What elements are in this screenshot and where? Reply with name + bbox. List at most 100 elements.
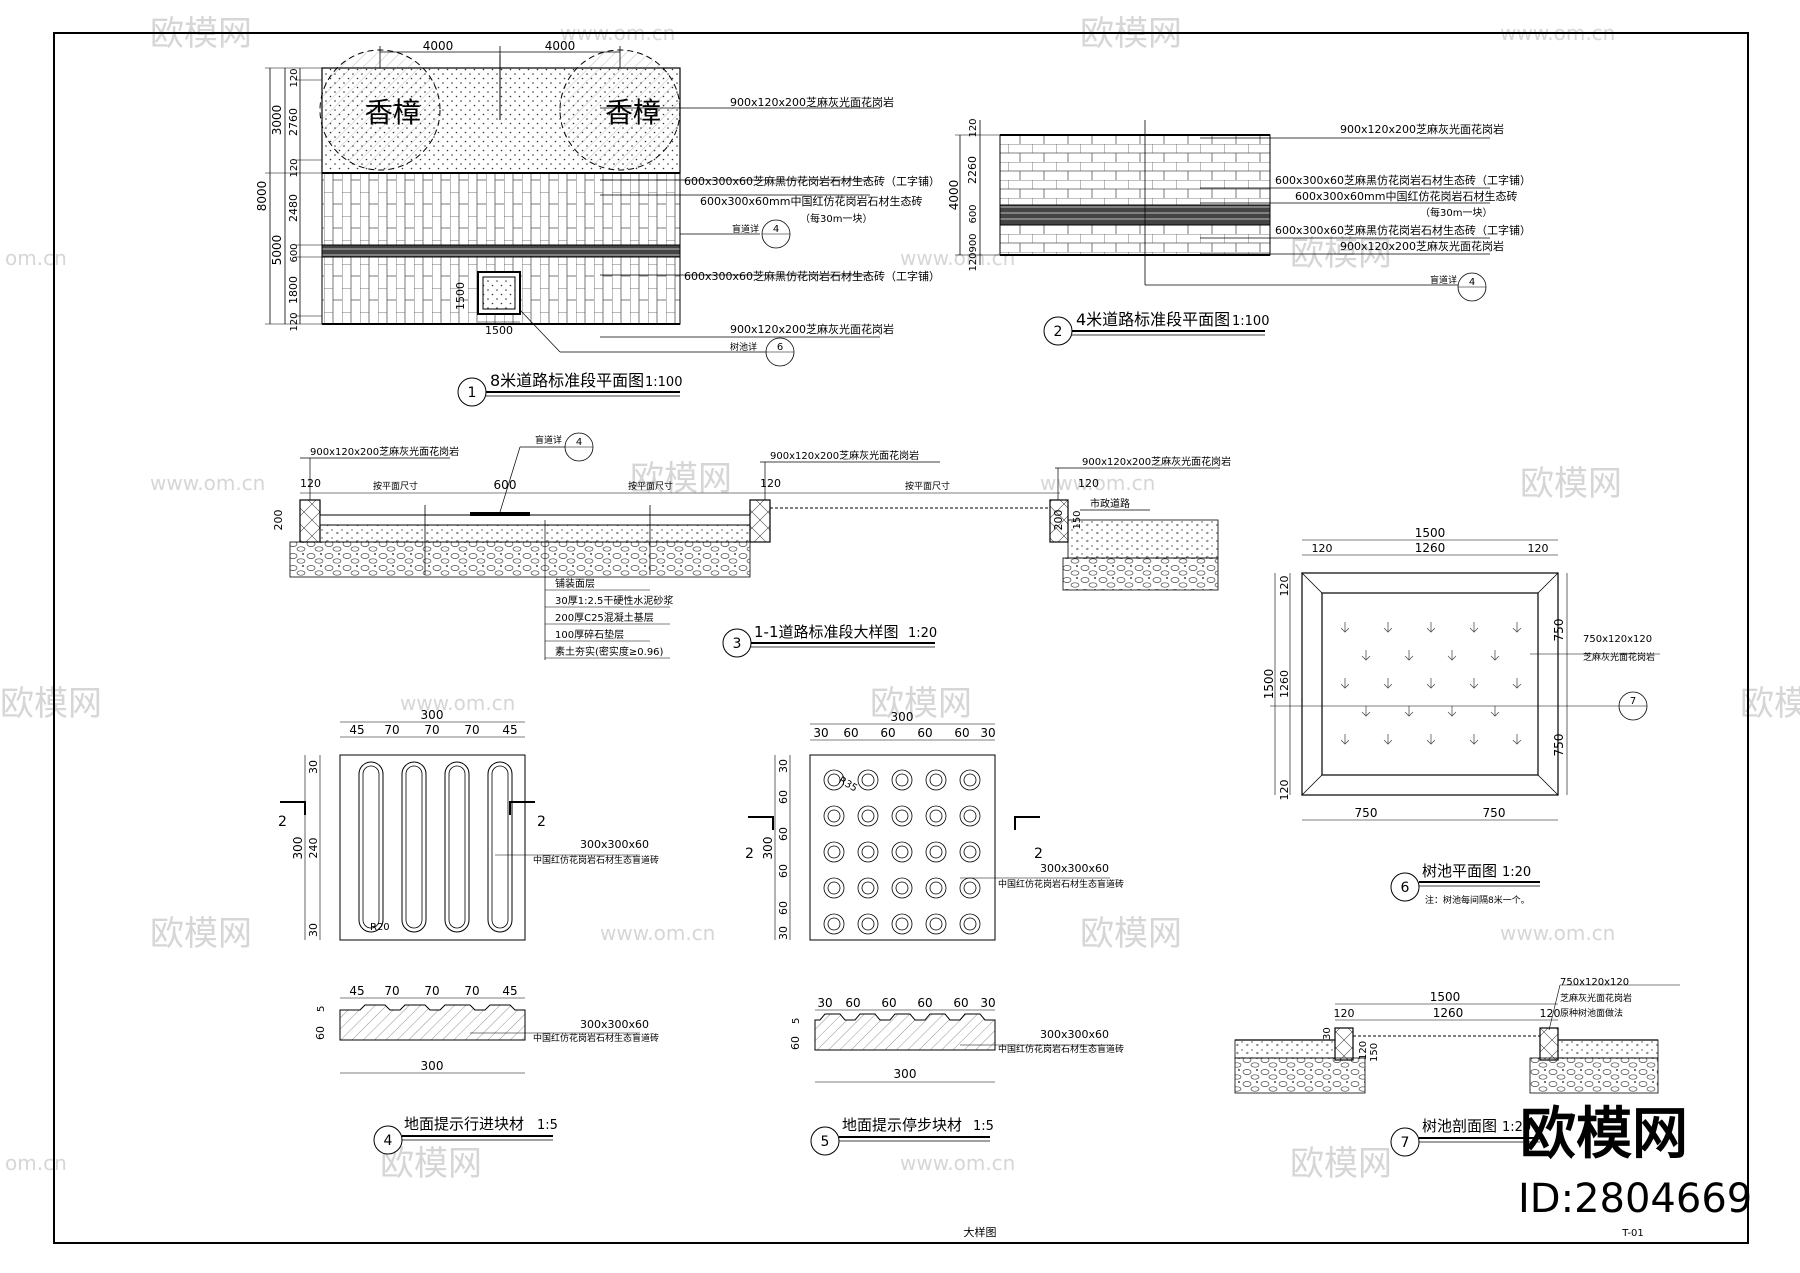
groundcover-symbol	[1383, 622, 1393, 633]
watermark-site: www.om.cn	[1040, 471, 1155, 495]
tree-label-right: 香樟	[605, 96, 661, 129]
paving-lower	[999, 224, 1271, 256]
groundcover-symbol	[1469, 734, 1479, 745]
groundcover-symbol	[1447, 706, 1457, 717]
stop-dot	[891, 877, 913, 899]
watermark-brand: 欧模网	[870, 684, 972, 724]
dim-left-6: 30	[777, 926, 790, 940]
stop-dot	[857, 877, 879, 899]
stop-dot	[857, 769, 879, 791]
dim-120-bottom: 120	[968, 252, 979, 271]
stop-dot	[929, 881, 943, 895]
dim-top-4: 60	[917, 726, 932, 740]
curb-note: 芝麻灰光面花岗岩	[1560, 992, 1632, 1004]
curb-spec: 750x120x120	[1583, 634, 1652, 645]
paving-upper	[999, 134, 1271, 206]
dim-top-5: 45	[502, 723, 517, 737]
callout-blind-label: 盲道详	[732, 223, 759, 235]
callout-blind-label: 盲道详	[1430, 274, 1457, 286]
watermark-brand: 欧模网	[630, 459, 732, 499]
dim-2760: 2760	[287, 108, 300, 136]
dim-top-3: 60	[880, 726, 895, 740]
note-granite-top: 900x120x200芝麻灰光面花岗岩	[730, 95, 894, 109]
drawing-number-circle	[1390, 872, 1420, 902]
dim-2480: 2480	[287, 194, 300, 222]
blind-band	[999, 204, 1271, 226]
groundcover-symbol	[1404, 706, 1414, 717]
dim-left-3: 30	[307, 923, 320, 937]
dim-total: 1500	[1415, 526, 1446, 540]
dim-top-2: 1260	[1415, 541, 1446, 555]
watermark-site: www.om.cn	[600, 921, 715, 945]
watermark-site: www.om.cn	[900, 246, 1015, 270]
drawing-3-road-section: 120 200 600 120 120 200 150 按平面尺寸 按平面尺寸 …	[272, 432, 1231, 660]
note-top-left: 900x120x200芝麻灰光面花岗岩	[310, 445, 459, 458]
callout-blind-label: 盲道详	[535, 434, 562, 446]
blind-path-band	[321, 244, 681, 258]
groundcover-symbol	[1490, 706, 1500, 717]
dim-900: 900	[968, 233, 979, 252]
stop-dot	[827, 809, 841, 823]
guide-bar-3	[444, 761, 470, 933]
watermark-site: www.om.cn	[150, 471, 265, 495]
sec-dim-6: 30	[980, 996, 995, 1010]
stop-dot	[823, 769, 845, 791]
stop-dot	[959, 841, 981, 863]
pit-inner	[1321, 592, 1539, 776]
drawing-title: 树池平面图	[1422, 862, 1497, 880]
watermark-brand: 欧模网	[1290, 1144, 1392, 1184]
curb-left	[299, 499, 321, 543]
radius-label: R20	[370, 922, 390, 933]
dim-left-1: 30	[307, 760, 320, 774]
logo-text: 欧模网	[1520, 1102, 1688, 1167]
note: 注：树池每间隔8米一个。	[1425, 894, 1530, 906]
dim-8000: 8000	[255, 181, 269, 212]
stop-dot	[963, 809, 977, 823]
stop-dot	[959, 805, 981, 827]
stop-dot	[925, 805, 947, 827]
dim-h3: 150	[1369, 1043, 1380, 1062]
note-top-mid: 900x120x200芝麻灰光面花岗岩	[770, 449, 919, 462]
callout-blind-no: 4	[576, 437, 582, 448]
note-granite-top: 900x120x200芝麻灰光面花岗岩	[1340, 122, 1504, 136]
dim-top-6: 30	[980, 726, 995, 740]
watermark-brand: 欧模网	[1080, 914, 1182, 954]
dim-2260: 2260	[966, 156, 979, 184]
stop-dot	[895, 917, 909, 931]
sec-spec-note: 中国红仿花岗岩石材生态盲道砖	[998, 1043, 1124, 1055]
dim-bottom-2: 750	[1483, 806, 1506, 820]
groundcover-symbol	[1512, 678, 1522, 689]
dim-top-4: 70	[464, 723, 479, 737]
dim-pit-h: 1500	[454, 282, 467, 310]
layer-2: 30厚1:2.5干硬性水泥砂浆	[555, 594, 673, 607]
spec-note: 中国红仿花岗岩石材生态盲道砖	[998, 878, 1124, 890]
sheet-footer-title: 大样图	[964, 1225, 997, 1239]
sec-dim-5: 60	[953, 996, 968, 1010]
callout-blind-no: 4	[773, 224, 779, 235]
spec: 300x300x60	[1040, 862, 1109, 875]
drawing-scale: 1:5	[973, 1119, 994, 1134]
stop-dot	[823, 805, 845, 827]
infill-note: 原种树池面做法	[1560, 1007, 1623, 1019]
plan-size-3: 按平面尺寸	[905, 480, 950, 492]
dim-side: 300	[291, 837, 305, 860]
layer-1: 铺装面层	[555, 577, 595, 590]
callout-pit-label: 树池详	[730, 341, 757, 353]
spec-note: 中国红仿花岗岩石材生态盲道砖	[533, 854, 659, 866]
drawing-number: 3	[733, 636, 742, 652]
section-mark-right: 2	[1034, 846, 1043, 862]
watermark-brand: 欧模网	[1740, 684, 1800, 724]
callout-blind-no: 4	[1469, 277, 1475, 288]
stop-dot	[861, 917, 875, 931]
dim-top-3: 120	[1528, 542, 1549, 555]
layer-5: 素土夯实(密实度≥0.96)	[555, 645, 664, 658]
dim-top-1: 120	[1312, 542, 1333, 555]
tree-label-left: 香樟	[365, 96, 421, 129]
stop-dot	[857, 913, 879, 935]
groundcover-symbol	[1361, 706, 1371, 717]
groundcover-symbol	[1340, 622, 1350, 633]
dim-right-2: 750	[1552, 734, 1566, 757]
drawing-scale: 1:100	[1232, 314, 1269, 329]
sec-dim-h: 60	[314, 1026, 327, 1040]
drawing-2-4m-road-plan: 4000 120 2260 600 900 120 900x120x200芝麻灰…	[947, 118, 1531, 346]
